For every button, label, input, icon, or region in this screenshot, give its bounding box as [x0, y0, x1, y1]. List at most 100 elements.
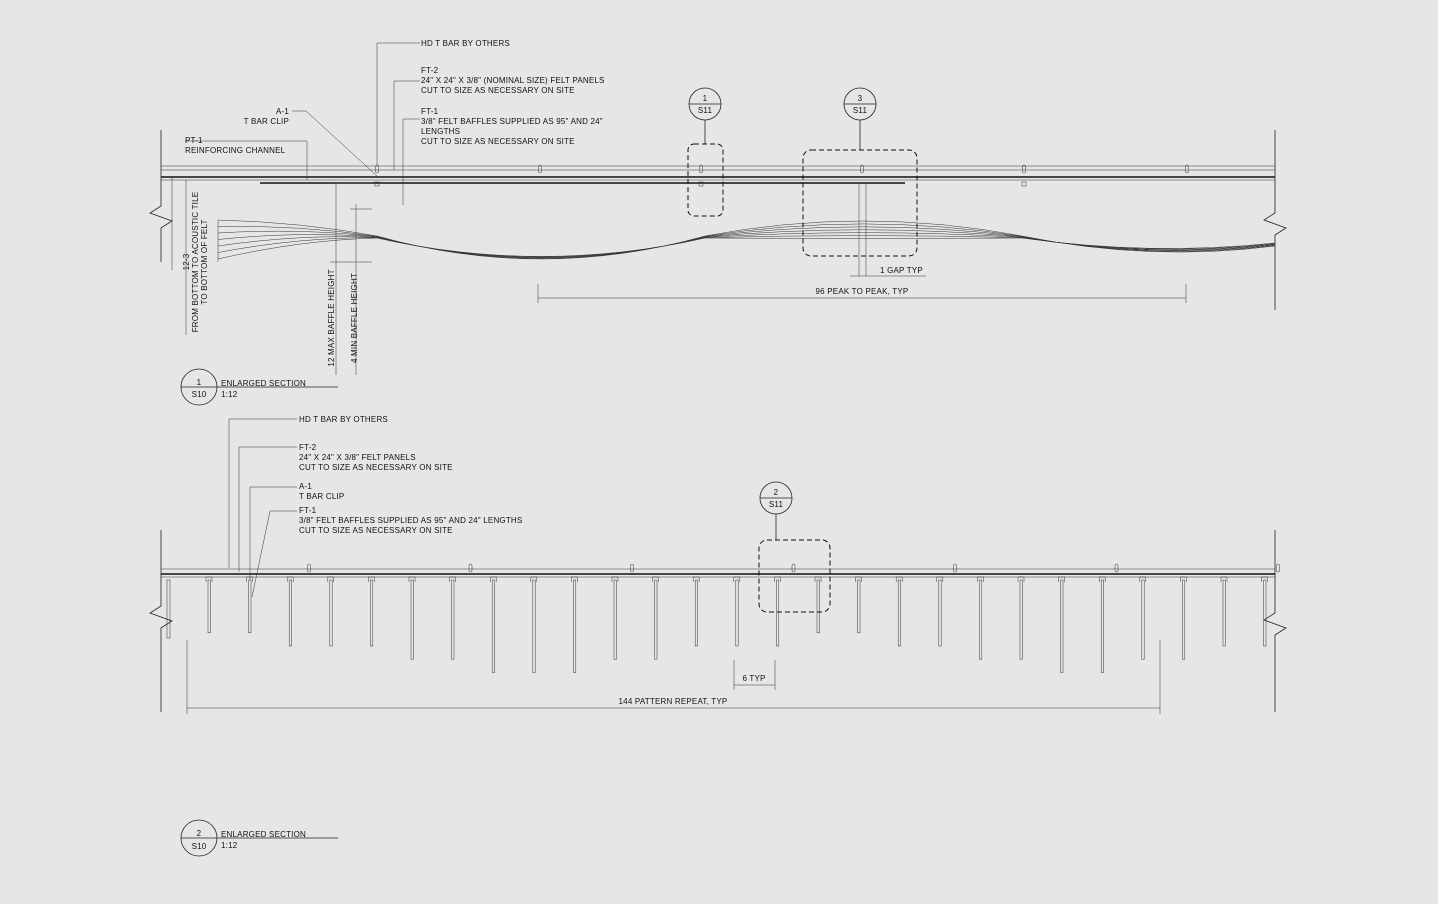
- note-ft2-code: FT-2: [299, 443, 317, 452]
- hanger-clip: [1276, 563, 1280, 573]
- note-pt1-code: PT-1: [185, 136, 203, 145]
- note-hd-tbar: HD T BAR BY OTHERS: [299, 415, 388, 424]
- felt-baffle: [329, 579, 333, 647]
- title-name: ENLARGED SECTION: [221, 379, 306, 388]
- title-number: 2: [197, 829, 202, 838]
- hanger-clip: [468, 563, 473, 573]
- baffle-curve: [217, 237, 1276, 260]
- note-ft1-line1: 3/8" FELT BAFFLES SUPPLIED AS 95" AND 24…: [421, 117, 603, 126]
- felt-baffle: [491, 579, 495, 673]
- baffle-clip: [1180, 576, 1187, 582]
- felt-baffle: [735, 579, 739, 647]
- baffle-clip: [1139, 576, 1147, 582]
- baffle-clip: [205, 576, 213, 582]
- height-dimension-line2: TO BOTTOM OF FELT: [200, 219, 209, 304]
- baffle-clip: [408, 576, 416, 582]
- title-scale: 1:12: [221, 841, 238, 850]
- baffle-clip: [652, 576, 659, 582]
- height-dimension-line1: FROM BOTTOM TO ACOUSTIC TILE: [191, 192, 200, 333]
- felt-baffle: [613, 579, 617, 660]
- hanger-clip: [1022, 164, 1026, 174]
- baffle-clip: [733, 576, 741, 582]
- felt-baffles: [205, 576, 1268, 673]
- note-ft2-line1: 24" X 24" X 3/8" (NOMINAL SIZE) FELT PAN…: [421, 76, 605, 85]
- max-baffle-height: 12 MAX BAFFLE HEIGHT: [327, 269, 336, 366]
- detail-callout-2: 2 S11: [758, 481, 831, 613]
- baffle-clip: [489, 576, 497, 582]
- title-number: 1: [197, 378, 202, 387]
- callout-sheet: S11: [853, 106, 868, 115]
- hanger-clip: [1185, 164, 1189, 174]
- felt-baffle: [857, 579, 861, 634]
- felt-baffle: [816, 579, 820, 634]
- title-scale: 1:12: [221, 390, 238, 399]
- detail-callout-1: 1 S11: [687, 87, 724, 217]
- baffle-clip: [1017, 576, 1025, 582]
- clip-group: [374, 164, 1189, 187]
- note-a1-code: A-1: [276, 107, 289, 116]
- note-ft1-line1: 3/8" FELT BAFFLES SUPPLIED AS 95" AND 24…: [299, 516, 522, 525]
- title-name: ENLARGED SECTION: [221, 830, 306, 839]
- note-ft1-line3: CUT TO SIZE AS NECESSARY ON SITE: [421, 137, 575, 146]
- section-2-title: 2 S10 ENLARGED SECTION 1:12: [180, 819, 338, 857]
- note-ft1-line2: CUT TO SIZE AS NECESSARY ON SITE: [299, 526, 453, 535]
- left-wall-break: [149, 530, 173, 712]
- baffle-clip: [774, 576, 781, 582]
- note-ft1-code: FT-1: [299, 506, 317, 515]
- felt-baffle: [654, 579, 658, 660]
- spacing-dimension: 6 TYP: [742, 674, 765, 683]
- hanger-clip: [1114, 563, 1119, 573]
- felt-baffle: [410, 579, 414, 660]
- felt-baffle: [1100, 579, 1104, 673]
- baffle-clip: [895, 576, 903, 582]
- felt-baffle: [1182, 579, 1186, 660]
- felt-baffle: [573, 579, 577, 673]
- baffle-clip: [814, 576, 822, 582]
- callout-sheet: S11: [769, 500, 784, 509]
- baffle-clip: [246, 576, 253, 582]
- callout-number: 2: [774, 488, 779, 497]
- note-hd-tbar: HD T BAR BY OTHERS: [421, 39, 510, 48]
- baffle-curve: [217, 232, 1276, 258]
- felt-baffle: [1060, 579, 1064, 673]
- grid-clip: [1021, 181, 1027, 187]
- felt-baffle: [938, 579, 942, 647]
- note-ft2-line2: CUT TO SIZE AS NECESSARY ON SITE: [299, 463, 453, 472]
- baffle-clip: [1098, 576, 1106, 582]
- felt-baffle: [532, 579, 536, 673]
- baffle-clip: [855, 576, 862, 582]
- felt-baffle: [897, 579, 901, 647]
- felt-baffle: [370, 579, 374, 647]
- felt-baffle: [1222, 579, 1226, 647]
- felt-baffle: [1263, 579, 1267, 647]
- felt-baffle: [248, 579, 252, 634]
- felt-baffle: [979, 579, 983, 660]
- note-a1-code: A-1: [299, 482, 312, 491]
- note-pt1-line1: REINFORCING CHANNEL: [185, 146, 286, 155]
- clip-group: [307, 563, 1280, 573]
- grid-clip: [698, 181, 704, 187]
- callout-sheet: S11: [698, 106, 713, 115]
- hanger-clip: [630, 563, 634, 573]
- left-wall-break: [149, 130, 173, 262]
- section-1-title: 1 S10 ENLARGED SECTION 1:12: [180, 368, 338, 406]
- section-1: 1 S11 3 S11 1 GAP TYP HD T BAR BY OTHERS…: [149, 39, 1287, 406]
- baffle-clip: [936, 576, 944, 582]
- hanger-clip: [953, 563, 957, 573]
- hanger-clip: [791, 563, 796, 573]
- baffle-clip: [692, 576, 700, 582]
- note-ft2-line1: 24" X 24" X 3/8" FELT PANELS: [299, 453, 416, 462]
- hanger-clip: [538, 164, 542, 174]
- baffle-curve: [217, 226, 1276, 259]
- baffle-clip: [327, 576, 335, 582]
- note-ft2-line2: CUT TO SIZE AS NECESSARY ON SITE: [421, 86, 575, 95]
- note-ft2-code: FT-2: [421, 66, 439, 75]
- right-wall-break: [1263, 130, 1287, 310]
- baffle-clip: [611, 576, 619, 582]
- section-2: 2 S11 HD T BAR BY OTHERS FT-2 24" X 24" …: [149, 415, 1287, 857]
- felt-baffle: [288, 579, 292, 647]
- peak-to-peak-dimension: 96 PEAK TO PEAK, TYP: [816, 287, 909, 296]
- pattern-repeat-dimension: 144 PATTERN REPEAT, TYP: [619, 697, 728, 706]
